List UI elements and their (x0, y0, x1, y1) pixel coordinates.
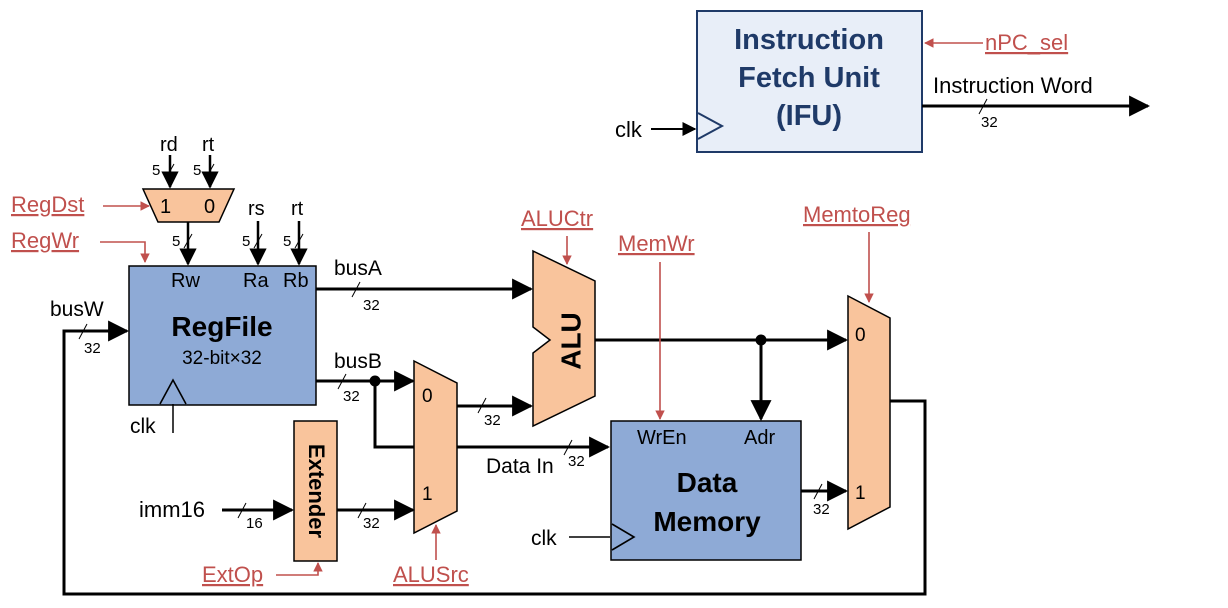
regfile-clk-label: clk (130, 415, 156, 438)
regdst-mux (141, 188, 236, 223)
ifu-title-line3: (IFU) (776, 100, 842, 132)
memory-title-line2: Memory (653, 506, 761, 537)
alusrc-label: ALUSrc (393, 562, 469, 587)
ifu-clock-triangle (697, 112, 725, 140)
regdst-label: RegDst (11, 192, 84, 217)
memwr-label: MemWr (618, 231, 695, 256)
regfile-title: RegFile (171, 311, 272, 342)
instruction-word-width: 32 (981, 114, 998, 131)
busw-wire (62, 320, 927, 596)
rt-regfile-slash (294, 233, 304, 249)
memtoreg-mux-in1: 1 (855, 483, 866, 504)
rs-width: 5 (242, 233, 250, 250)
rs-label: rs (248, 198, 265, 220)
busw-slash (78, 323, 88, 340)
rd-slash (165, 163, 175, 179)
extop-wire (276, 562, 323, 576)
ext-out-width: 32 (363, 515, 380, 532)
ifu-box (696, 10, 923, 153)
regfile-subtitle: 32-bit×32 (182, 348, 262, 369)
regdst-mux-in1: 1 (160, 196, 171, 218)
imm16-slash (237, 502, 247, 519)
memory-adr: Adr (744, 427, 775, 449)
regfile-box (128, 265, 317, 406)
rs-slash (253, 233, 263, 249)
regfile-clock-triangle (159, 378, 187, 405)
alusrc-mux (413, 359, 458, 535)
busw-width: 32 (84, 340, 101, 357)
extop-label: ExtOp (202, 562, 263, 587)
aluctr-label: ALUCtr (521, 206, 593, 231)
regdst-out-slash (183, 233, 193, 249)
rt-regfile-width: 5 (283, 233, 291, 250)
regdst-out-width: 5 (172, 233, 180, 250)
data-in-width: 32 (568, 453, 585, 470)
busw-label: busW (50, 298, 104, 321)
ifu-title-line2: Fetch Unit (738, 62, 880, 94)
ext-out-slash (357, 502, 367, 519)
memtoreg-mux-in0: 0 (855, 325, 866, 346)
rt-mux-width: 5 (193, 162, 201, 179)
extender-box (293, 420, 338, 562)
data-memory-box (610, 420, 802, 561)
busa-label: busA (334, 257, 382, 280)
busa-width: 32 (363, 297, 380, 314)
memtoreg-label: MemtoReg (803, 202, 911, 227)
rd-label: rd (160, 134, 178, 156)
alu-shape (532, 249, 596, 428)
memory-title-line1: Data (677, 467, 738, 498)
memory-wren: WrEn (637, 427, 687, 449)
mem-out-width: 32 (813, 501, 830, 518)
instruction-word-slash (978, 98, 988, 115)
regdst-mux-in0: 0 (204, 196, 215, 218)
busa-slash (351, 281, 361, 298)
ifu-clk-label: clk (615, 117, 643, 142)
regfile-ra: Ra (243, 270, 269, 292)
ifu-title-line1: Instruction (734, 24, 884, 56)
instruction-word-label: Instruction Word (933, 73, 1093, 98)
regwr-wire (100, 241, 150, 263)
alu-label: ALU (555, 312, 586, 370)
regfile-rb: Rb (283, 270, 309, 292)
regfile-rw: Rw (171, 270, 200, 292)
busb-slash (337, 373, 347, 390)
mem-out-slash (813, 483, 823, 500)
rt-regfile-label: rt (291, 198, 304, 220)
rt-mux-label: rt (202, 134, 215, 156)
rt-mux-slash (205, 163, 215, 179)
memory-clock-triangle (611, 523, 636, 551)
extender-label: Extender (304, 444, 329, 539)
data-in-label: Data In (486, 455, 554, 478)
busb-label: busB (334, 350, 382, 373)
alu-b-slash (477, 397, 487, 414)
data-in-wire (373, 381, 611, 458)
imm16-label: imm16 (139, 497, 205, 522)
alusrc-mux-in1: 1 (422, 484, 433, 505)
memory-clk-label: clk (531, 527, 557, 550)
imm16-width: 16 (246, 515, 263, 532)
data-in-slash (563, 439, 573, 456)
memtoreg-mux (847, 294, 891, 531)
alusrc-mux-in0: 0 (422, 386, 433, 407)
regwr-label: RegWr (11, 228, 79, 253)
alu-b-width: 32 (484, 412, 501, 429)
rd-width: 5 (152, 162, 160, 179)
busb-width: 32 (343, 388, 360, 405)
npc-sel-label: nPC_sel (985, 30, 1068, 55)
